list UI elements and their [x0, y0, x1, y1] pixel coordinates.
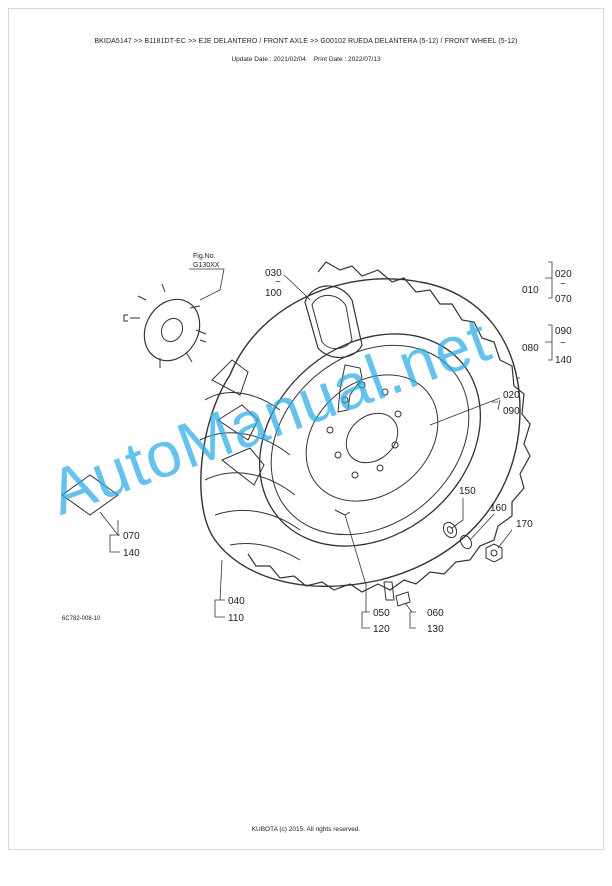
callout-070: 070 [123, 531, 140, 542]
date-line: Update Date : 2021/02/04 Print Date : 20… [0, 56, 612, 63]
callout-020: 020 [503, 390, 520, 401]
figure-id: 6C782-008-10 [62, 616, 101, 622]
callout-050: 050 [373, 608, 390, 619]
fig-ref-line1: Fig.No. [193, 253, 216, 260]
copyright: KUBOTA (c) 2015. All rights reserved. [251, 826, 361, 833]
callout-140-top: 140 [555, 355, 572, 366]
callout-130: 130 [427, 624, 444, 635]
tire [199, 261, 531, 593]
callout-110: 110 [228, 613, 244, 624]
callout-tilde: ~ [560, 338, 566, 349]
callout-030: 030 [265, 268, 282, 279]
callout-010: 010 [522, 285, 539, 296]
callout-090: 090 [503, 406, 520, 417]
valve [334, 509, 411, 607]
callout-080: 080 [522, 343, 539, 354]
callout-120: 120 [373, 624, 390, 635]
callout-100: 100 [265, 288, 282, 299]
callout-060: 060 [427, 608, 444, 619]
callout-tilde: ~ [275, 277, 281, 288]
update-date: Update Date : 2021/02/04 [231, 56, 306, 63]
callout-070-top: 070 [555, 294, 572, 305]
callout-tilde: ~ [560, 279, 566, 290]
callout-150: 150 [459, 486, 476, 497]
patch-plate [61, 474, 119, 516]
leader-lines [99, 261, 553, 629]
callout-040: 040 [228, 596, 245, 607]
callout-090-top: 090 [555, 326, 572, 337]
fig-ref-line2: G130XX [193, 262, 220, 269]
page-frame [8, 8, 604, 850]
breadcrumb: BKIDA5147 >> B1181DT-EC >> EJE DELANTERO… [94, 38, 518, 45]
callout-020-top: 020 [555, 269, 572, 280]
inner-tube [304, 285, 363, 413]
callout-170: 170 [516, 519, 533, 530]
callout-140: 140 [123, 548, 140, 559]
print-date: Print Date : 2022/07/13 [313, 56, 381, 63]
callout-160: 160 [490, 503, 507, 514]
rim [258, 333, 482, 547]
hub [123, 283, 207, 368]
